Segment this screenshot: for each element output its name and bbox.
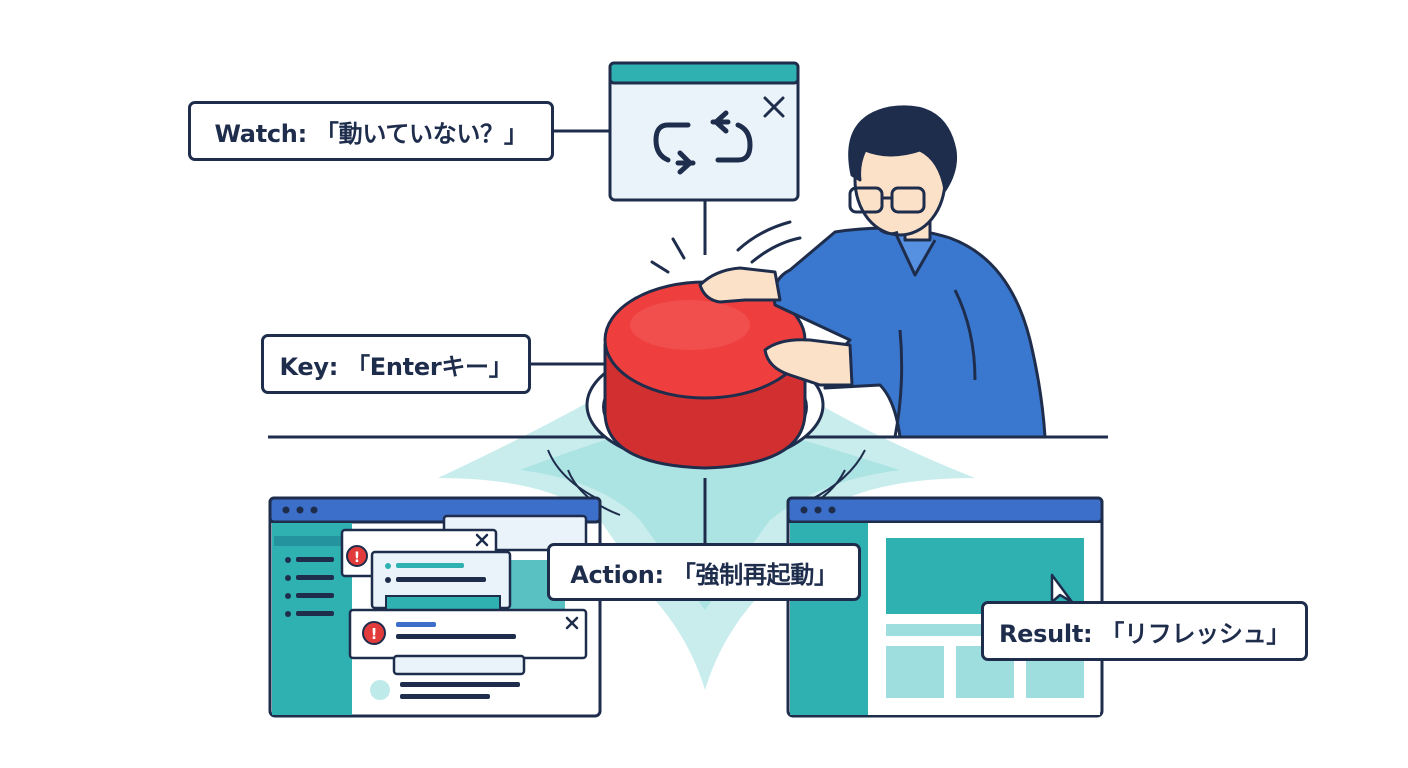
key-label-text: Key: 「Enterキー」 [279, 352, 513, 381]
alert-popup: ! [348, 608, 588, 660]
cursor-icon [1050, 573, 1074, 604]
result-label-text: Result: 「リフレッシュ」 [999, 619, 1290, 648]
watch-label-text: Watch: 「動いていない？」 [214, 119, 528, 148]
motion-marks [650, 220, 802, 274]
error-window: ! ! [268, 496, 602, 718]
connector-lines [531, 129, 707, 543]
action-label-text: Action: 「強制再起動」 [570, 560, 838, 589]
alert-icon [346, 545, 368, 567]
person-illustration [698, 105, 1047, 439]
close-icon [565, 616, 579, 630]
action-label: Action: 「強制再起動」 [547, 543, 861, 601]
svg-text:!: ! [371, 625, 378, 643]
svg-text:!: ! [354, 550, 360, 566]
close-icon [475, 533, 489, 547]
key-label: Key: 「Enterキー」 [261, 334, 531, 394]
alert-icon [362, 621, 386, 645]
list-popup [370, 550, 512, 611]
refresh-window [608, 61, 800, 202]
close-icon [763, 96, 785, 118]
result-label: Result: 「リフレッシュ」 [981, 601, 1308, 661]
watch-label: Watch: 「動いていない？」 [188, 101, 554, 161]
refresh-icon [653, 110, 753, 175]
big-red-button[interactable] [585, 280, 825, 470]
